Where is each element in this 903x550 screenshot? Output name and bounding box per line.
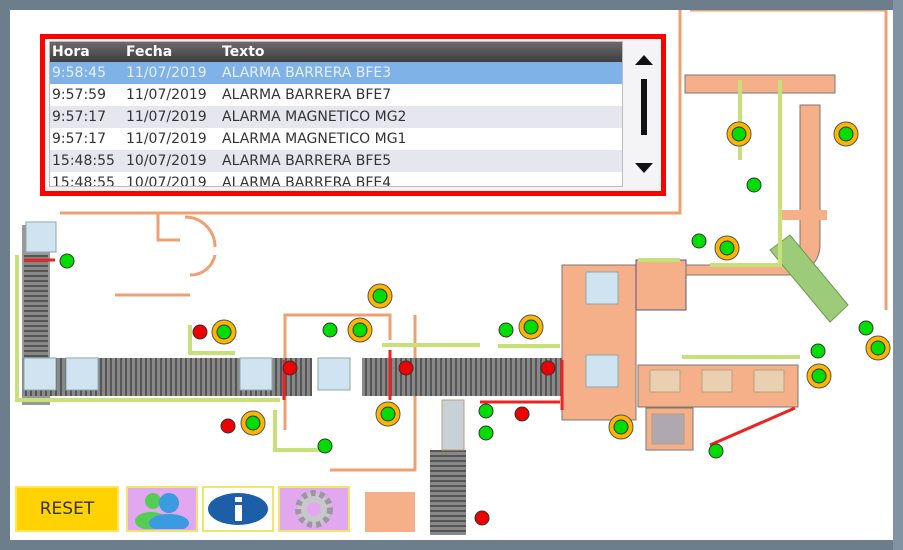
sensor-ok bbox=[245, 415, 261, 431]
sensor-ok bbox=[317, 438, 333, 454]
sensor-fault bbox=[220, 418, 236, 434]
wall bbox=[60, 10, 682, 215]
gear-icon bbox=[295, 490, 333, 528]
cell-fecha: 11/07/2019 bbox=[126, 109, 207, 125]
reset-button[interactable]: RESET bbox=[15, 486, 119, 532]
cell-hora: 9:58:45 bbox=[52, 65, 106, 81]
sensor-ok bbox=[858, 320, 874, 336]
users-button[interactable] bbox=[126, 486, 198, 532]
cell-texto: ALARMA BARRERA BFE5 bbox=[222, 153, 392, 169]
info-icon bbox=[208, 493, 268, 525]
table-header: Hora Fecha Texto bbox=[50, 42, 622, 62]
scroll-thumb[interactable] bbox=[641, 79, 647, 135]
sensor-fault bbox=[398, 360, 414, 376]
scroll-up-icon[interactable] bbox=[635, 55, 653, 65]
inclined-conveyor bbox=[769, 234, 849, 323]
sensor-ok bbox=[380, 406, 396, 422]
sensor-ok bbox=[372, 288, 388, 304]
table-row[interactable]: 9:57:17 11/07/2019 ALARMA MAGNETICO MG2 bbox=[50, 106, 622, 128]
cell-hora: 9:57:59 bbox=[52, 87, 106, 103]
cell-texto: ALARMA MAGNETICO MG2 bbox=[222, 109, 407, 125]
sensor-ok bbox=[746, 177, 762, 193]
sensor-ok bbox=[478, 403, 494, 419]
wall bbox=[690, 10, 888, 310]
sensor-ok bbox=[719, 240, 735, 256]
sensor-ok bbox=[59, 253, 75, 269]
sensor-fault bbox=[192, 324, 208, 340]
reset-label: RESET bbox=[39, 499, 95, 519]
cell-fecha: 11/07/2019 bbox=[126, 87, 207, 103]
table-row[interactable]: 15:48:55 10/07/2019 ALARMA BARRERA BFE5 bbox=[50, 150, 622, 172]
sensor-ok bbox=[870, 340, 886, 356]
cell-texto: ALARMA BARRERA BFE3 bbox=[222, 65, 392, 81]
table-row[interactable]: 9:57:59 11/07/2019 ALARMA BARRERA BFE7 bbox=[50, 84, 622, 106]
cell-texto: ALARMA MAGNETICO MG1 bbox=[222, 131, 407, 147]
scrollbar[interactable] bbox=[627, 43, 661, 183]
sensor-fault bbox=[474, 510, 490, 526]
table-row[interactable]: 15:48:55 10/07/2019 ALARMA BARRERA BFE4 bbox=[50, 172, 622, 187]
sensor-fault bbox=[540, 360, 556, 376]
sensor-fault bbox=[282, 360, 298, 376]
conveyor-main-2 bbox=[362, 358, 562, 396]
cell-fecha: 11/07/2019 bbox=[126, 65, 207, 81]
sensor-fault bbox=[514, 406, 530, 422]
settings-button[interactable] bbox=[278, 486, 350, 532]
sensor-ok bbox=[322, 322, 338, 338]
sensor-ok bbox=[811, 368, 827, 384]
sensor-ok bbox=[810, 343, 826, 359]
cell-hora: 15:48:55 bbox=[52, 153, 115, 169]
sensor-ok bbox=[352, 322, 368, 338]
sensor-ok bbox=[613, 419, 629, 435]
sensor-ok bbox=[478, 425, 494, 441]
sensor-ok bbox=[498, 322, 514, 338]
pallets bbox=[23, 221, 619, 391]
cell-fecha: 11/07/2019 bbox=[126, 131, 207, 147]
sensor-ok bbox=[708, 443, 724, 459]
door bbox=[156, 213, 180, 242]
info-button[interactable] bbox=[202, 486, 274, 532]
plant-layout-diagram bbox=[15, 10, 891, 535]
cell-hora: 9:57:17 bbox=[52, 131, 106, 147]
sensors bbox=[59, 121, 891, 526]
column-header-hora[interactable]: Hora bbox=[52, 44, 90, 60]
column-header-texto[interactable]: Texto bbox=[222, 44, 265, 60]
sensor-ok bbox=[731, 126, 747, 142]
cell-hora: 15:48:55 bbox=[52, 175, 115, 187]
cell-texto: ALARMA BARRERA BFE7 bbox=[222, 87, 392, 103]
column-header-fecha[interactable]: Fecha bbox=[126, 44, 173, 60]
table-row[interactable]: 9:57:17 11/07/2019 ALARMA MAGNETICO MG1 bbox=[50, 128, 622, 150]
sensor-ok bbox=[216, 324, 232, 340]
side-strip bbox=[893, 0, 903, 550]
table-row[interactable]: 9:58:45 11/07/2019 ALARMA BARRERA BFE3 bbox=[50, 62, 622, 84]
conveyor-bag bbox=[430, 450, 466, 535]
cell-fecha: 10/07/2019 bbox=[126, 175, 207, 187]
safety-fence bbox=[15, 80, 800, 452]
scroll-down-icon[interactable] bbox=[635, 163, 653, 173]
cell-fecha: 10/07/2019 bbox=[126, 153, 207, 169]
sensor-ok bbox=[838, 126, 854, 142]
sensor-ok bbox=[523, 319, 539, 335]
sensor-ok bbox=[691, 233, 707, 249]
cell-hora: 9:57:17 bbox=[52, 109, 106, 125]
users-icon bbox=[135, 493, 189, 529]
cell-texto: ALARMA BARRERA BFE4 bbox=[222, 175, 392, 187]
